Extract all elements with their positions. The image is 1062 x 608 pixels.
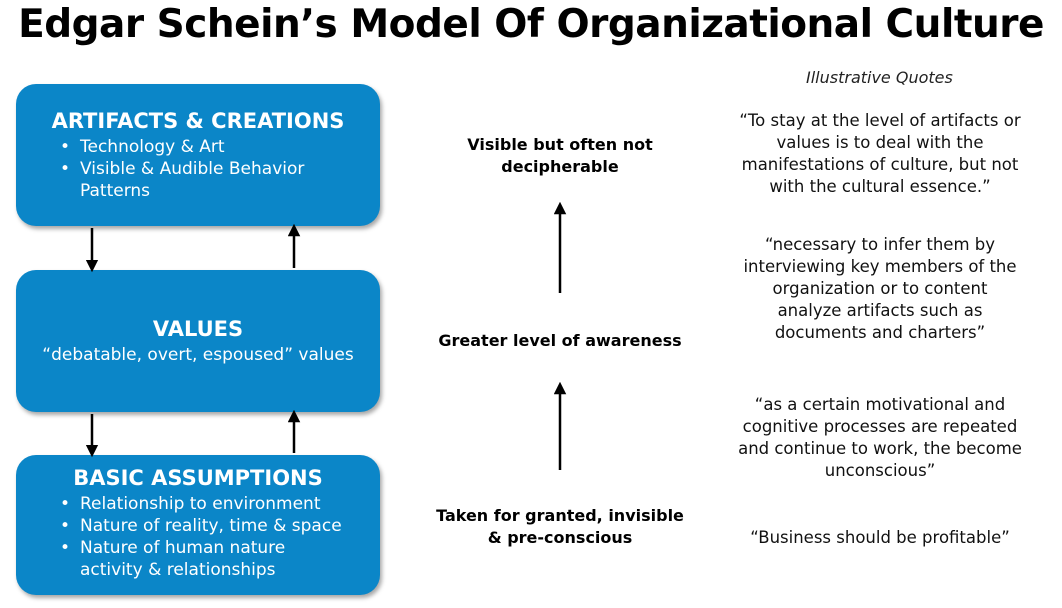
quote-artifacts: “To stay at the level of artifacts or va…: [739, 111, 1021, 196]
artifacts-box: ARTIFACTS & CREATIONS Technology & Art V…: [16, 84, 380, 226]
values-box: VALUES “debatable, overt, espoused” valu…: [16, 270, 380, 412]
assumptions-item: Nature of human nature activity & relati…: [60, 537, 320, 581]
quote-values: “necessary to infer them by interviewing…: [743, 235, 1017, 342]
artifacts-heading: ARTIFACTS & CREATIONS: [51, 109, 345, 133]
quotes-header: Illustrative Quotes: [806, 68, 953, 87]
quote-business: “Business should be profitable”: [750, 528, 1010, 547]
artifacts-item: Technology & Art: [60, 136, 380, 158]
assumptions-heading: BASIC ASSUMPTIONS: [73, 466, 323, 490]
artifacts-list: Technology & Art Visible & Audible Behav…: [16, 136, 380, 202]
values-subtitle: “debatable, overt, espoused” values: [42, 345, 354, 365]
assumptions-list: Relationship to environment Nature of re…: [16, 493, 380, 581]
visible-label: Visible but often not decipherable: [467, 135, 653, 176]
awareness-label: Greater level of awareness: [438, 331, 682, 350]
taken-for-granted-label: Taken for granted, invisible & pre-consc…: [436, 506, 684, 547]
assumptions-item: Nature of reality, time & space: [60, 515, 380, 537]
page-title: Edgar Schein’s Model Of Organizational C…: [18, 2, 1044, 47]
quote-assumptions: “as a certain motivational and cognitive…: [738, 395, 1022, 480]
assumptions-item: Relationship to environment: [60, 493, 380, 515]
artifacts-item: Visible & Audible Behavior Patterns: [60, 158, 330, 202]
values-heading: VALUES: [152, 317, 244, 341]
assumptions-box: BASIC ASSUMPTIONS Relationship to enviro…: [16, 455, 380, 595]
